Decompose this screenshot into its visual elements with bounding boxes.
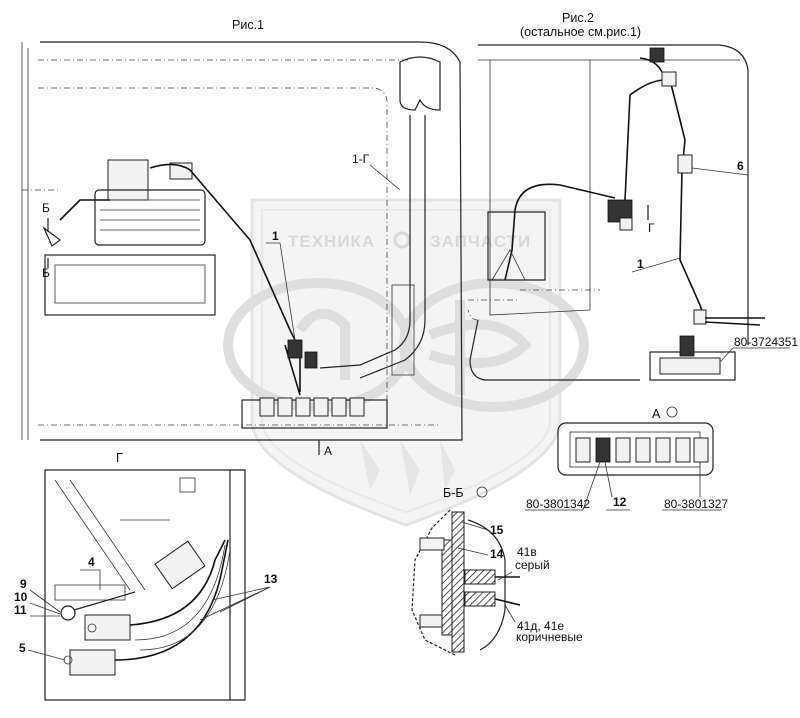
callout-9: 9 — [20, 577, 27, 591]
switch-row-fig1 — [241, 397, 388, 429]
callout-5: 5 — [19, 641, 26, 655]
callout-6-fig2: 6 — [737, 159, 744, 173]
section-bb-circle-icon — [476, 486, 488, 498]
lamp-assembly — [649, 309, 736, 381]
callout-13: 13 — [264, 572, 278, 586]
callout-10: 10 — [14, 590, 28, 604]
callout-15: 15 — [490, 523, 504, 537]
figure-2: Рис.2 (остальное см.рис.1) Г 6 1 — [467, 11, 798, 381]
view-a-title: А — [652, 407, 661, 421]
section-b-top-label: Б — [42, 201, 50, 215]
view-a-circle-icon — [666, 406, 678, 418]
view-g: Г 4 9 10 11 5 13 — [14, 451, 278, 701]
callout-1-fig2: 1 — [637, 257, 644, 271]
part-number-switch-right: 80-3801327 — [664, 497, 728, 511]
watermark-gear-icon — [393, 231, 411, 249]
section-g-marker-label: Г — [648, 221, 655, 235]
view-a-marker-label: А — [324, 444, 332, 458]
callout-12: 12 — [613, 495, 627, 509]
wire-41d-color: коричневые — [516, 630, 583, 644]
callout-1-fig1: 1 — [272, 229, 279, 243]
wire-41d-label: 41д, 41е — [517, 619, 564, 633]
section-b-bottom-label: Б — [42, 266, 50, 280]
wire-41v-label: 41в — [517, 545, 537, 559]
watermark: ТЕХНИКА ЗАПЧАСТИ — [223, 198, 589, 527]
figure-1: Рис.1 Б Б 1-Г — [21, 18, 463, 458]
watermark-right-text: ЗАПЧАСТИ — [430, 232, 531, 251]
switch-row-view-a — [575, 437, 709, 463]
wire-ref-1g: 1-Г — [352, 152, 370, 166]
figure-2-title: Рис.2 — [562, 11, 594, 25]
callout-14: 14 — [490, 547, 504, 561]
callout-4: 4 — [88, 555, 95, 569]
part-number-lamp: 80-3724351 — [734, 335, 798, 349]
view-a: А 80-3801342 12 80-3801327 — [525, 406, 728, 511]
section-b-marker: Б Б — [42, 201, 61, 280]
view-g-title: Г — [116, 451, 123, 465]
part-number-switch-left: 80-3801342 — [526, 497, 590, 511]
callout-11: 11 — [14, 603, 27, 617]
wire-41v-color: серый — [515, 558, 550, 572]
section-bb-title: Б-Б — [443, 486, 464, 500]
figure-2-subtitle: (остальное см.рис.1) — [520, 25, 641, 39]
figure-1-title: Рис.1 — [232, 18, 264, 32]
watermark-left-text: ТЕХНИКА — [288, 232, 375, 251]
heater-motor — [44, 159, 216, 316]
section-bb: Б-Б 15 14 41в серый 41д, 41е коричневые — [411, 486, 583, 656]
